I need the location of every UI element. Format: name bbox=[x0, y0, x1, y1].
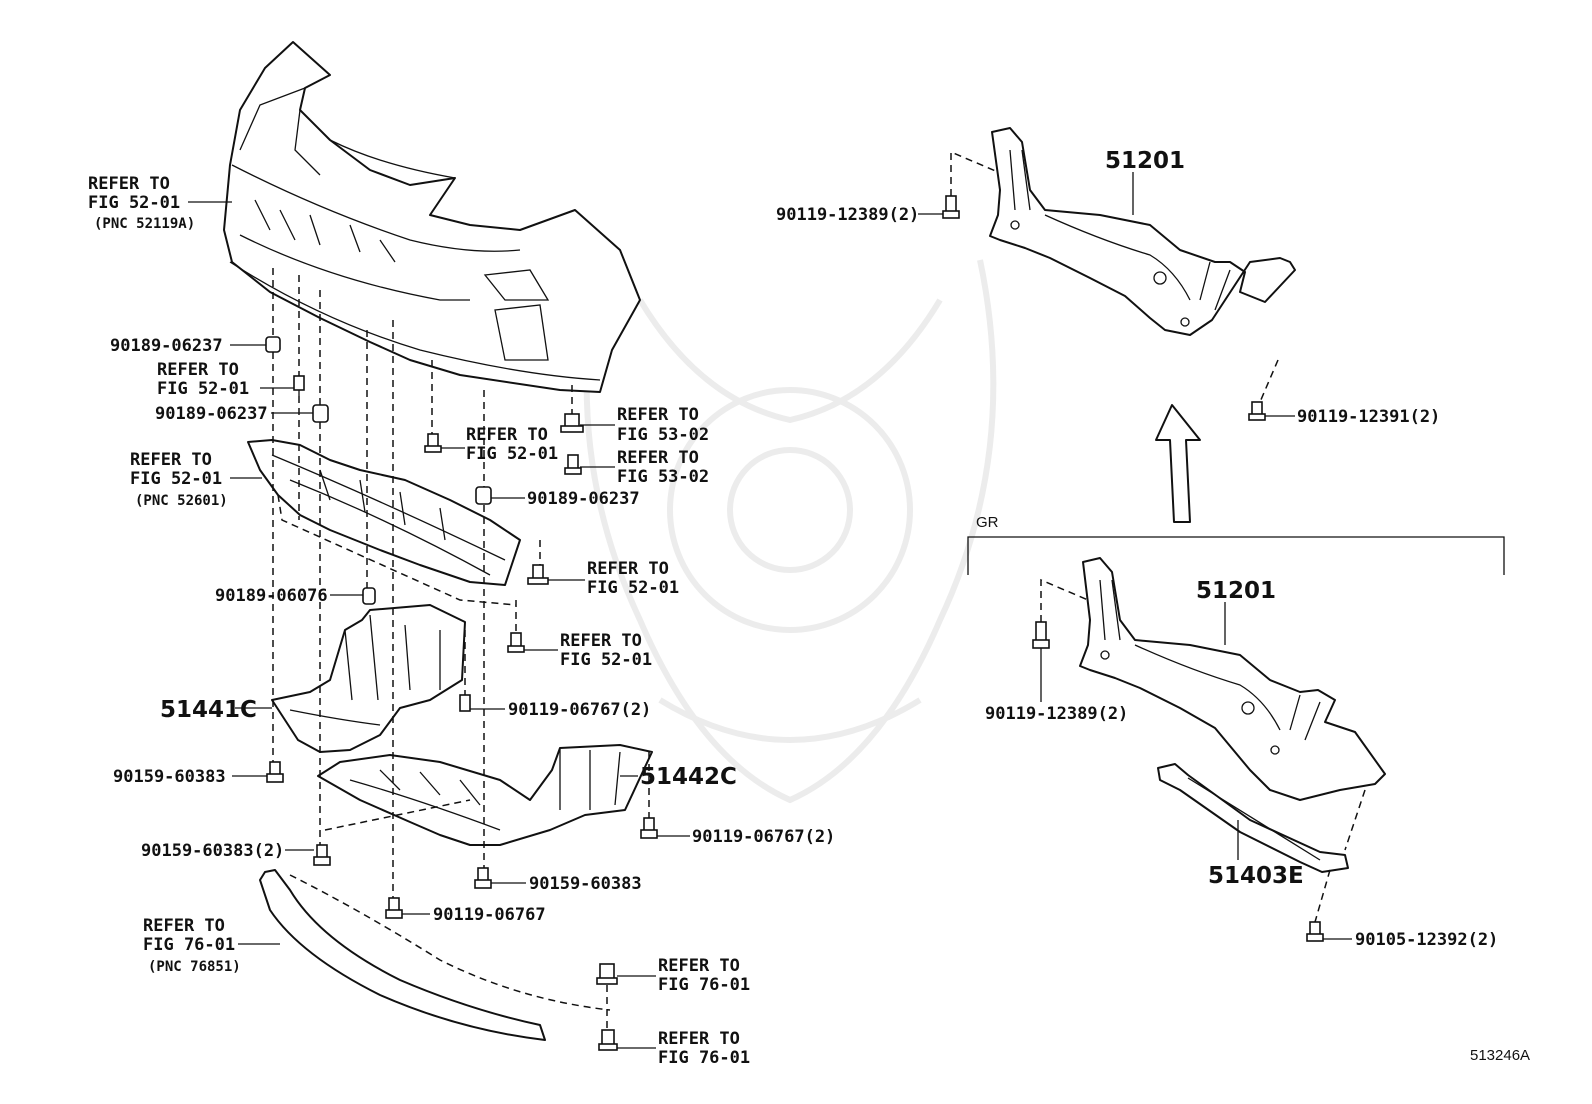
label-90189-06237-c: 90189-06237 bbox=[527, 489, 640, 509]
label-refer-76-01-spoiler-l1: REFER TO bbox=[143, 916, 225, 936]
label-refer-53-02-a-l1: REFER TO bbox=[617, 405, 699, 425]
label-refer-52-01-b-l2: FIG 52-01 bbox=[157, 379, 249, 399]
bumper-reinforcement bbox=[247, 439, 521, 586]
label-refer-76-01-spoiler-l2: FIG 76-01 bbox=[143, 935, 235, 955]
bolt-90159-60383-a bbox=[266, 761, 284, 783]
bolt-refer-52-01-c bbox=[424, 433, 442, 453]
clip-90189-06076 bbox=[362, 587, 376, 605]
label-refer-52-01-d-l2: FIG 52-01 bbox=[587, 578, 679, 598]
label-90119-12389-2-top: 90119-12389(2) bbox=[776, 205, 919, 225]
clip-refer-76-01-a bbox=[596, 963, 618, 985]
clip-refer-76-01-b bbox=[598, 1029, 618, 1051]
labels: REFER TO FIG 52-01 (PNC 52119A) 90189-06… bbox=[88, 148, 1530, 1068]
front-spoiler bbox=[259, 869, 611, 1041]
up-arrow bbox=[1155, 404, 1201, 523]
label-refer-76-01-a-l2: FIG 76-01 bbox=[658, 975, 750, 995]
label-refer-52-01-reinf-l2: FIG 52-01 bbox=[130, 469, 222, 489]
bolt-refer-52-01-b bbox=[293, 375, 305, 396]
label-90189-06076: 90189-06076 bbox=[215, 586, 328, 606]
label-51403e: 51403E bbox=[1208, 863, 1304, 889]
brace-51403e bbox=[1157, 763, 1349, 873]
label-90159-60383-a: 90159-60383 bbox=[113, 767, 226, 787]
label-refer-52-01-c-l1: REFER TO bbox=[466, 425, 548, 445]
label-refer-52-01-c-l2: FIG 52-01 bbox=[466, 444, 558, 464]
label-refer-52-01-bumper-l3: (PNC 52119A) bbox=[94, 216, 195, 232]
watermark-emblem bbox=[583, 259, 997, 804]
clip-90189-06237-c bbox=[475, 486, 492, 505]
suspension-crossmember-51201-top bbox=[989, 127, 1296, 336]
bolt-90159-60383-2 bbox=[313, 844, 331, 866]
label-90105-12392-2: 90105-12392(2) bbox=[1355, 930, 1498, 950]
label-51441c: 51441C bbox=[160, 697, 257, 723]
label-90159-60383-b: 90159-60383 bbox=[529, 874, 642, 894]
bolt-90119-12389-2-top bbox=[942, 195, 960, 219]
label-refer-52-01-e-l2: FIG 52-01 bbox=[560, 650, 652, 670]
front-bumper-cover bbox=[223, 41, 641, 393]
label-refer-76-01-b-l2: FIG 76-01 bbox=[658, 1048, 750, 1068]
label-90159-60383-2: 90159-60383(2) bbox=[141, 841, 284, 861]
label-refer-53-02-b-l1: REFER TO bbox=[617, 448, 699, 468]
label-refer-52-01-d-l1: REFER TO bbox=[587, 559, 669, 579]
label-refer-52-01-bumper-l2: FIG 52-01 bbox=[88, 193, 180, 213]
bolt-refer-53-02-b bbox=[564, 454, 582, 475]
label-51201-gr: 51201 bbox=[1196, 578, 1276, 604]
label-refer-52-01-e-l1: REFER TO bbox=[560, 631, 642, 651]
gr-bracket bbox=[967, 536, 1505, 575]
suspension-crossmember-51201-gr bbox=[1079, 557, 1386, 801]
bolt-90119-06767-2-b bbox=[640, 817, 658, 839]
clip-90189-06237-b bbox=[312, 404, 329, 423]
label-refer-53-02-b-l2: FIG 53-02 bbox=[617, 467, 709, 487]
bolt-refer-52-01-d bbox=[527, 564, 549, 585]
bolt-90119-06767 bbox=[385, 897, 403, 919]
label-refer-53-02-a-l2: FIG 53-02 bbox=[617, 425, 709, 445]
leader-lines bbox=[188, 172, 1352, 1049]
top-crossmember-fasteners bbox=[942, 150, 1279, 421]
fasteners-left bbox=[265, 336, 658, 1051]
label-51442c: 51442C bbox=[640, 764, 737, 790]
engine-under-cover-51441c bbox=[271, 604, 466, 753]
nut-refer-53-02-a bbox=[560, 413, 584, 433]
label-90189-06237-a: 90189-06237 bbox=[110, 336, 223, 356]
bolt-90105-12392-2 bbox=[1306, 921, 1324, 942]
gr-crossmember-fasteners bbox=[1032, 578, 1366, 942]
label-90119-06767: 90119-06767 bbox=[433, 905, 546, 925]
assembly-lines-left bbox=[272, 268, 650, 1030]
label-refer-76-01-spoiler-l3: (PNC 76851) bbox=[148, 959, 241, 975]
label-refer-52-01-reinf-l3: (PNC 52601) bbox=[135, 493, 228, 509]
label-90189-06237-b: 90189-06237 bbox=[155, 404, 268, 424]
label-refer-76-01-b-l1: REFER TO bbox=[658, 1029, 740, 1049]
label-51201-top: 51201 bbox=[1105, 148, 1185, 174]
diagram-reference-id: 513246A bbox=[1470, 1047, 1530, 1064]
clip-90189-06237-a bbox=[265, 336, 281, 353]
label-refer-52-01-b-l1: REFER TO bbox=[157, 360, 239, 380]
engine-under-cover-51442c bbox=[317, 744, 653, 846]
bolt-refer-52-01-e bbox=[507, 632, 525, 653]
bolt-90119-12389-2-gr bbox=[1032, 621, 1050, 649]
bolt-90119-12391-2 bbox=[1248, 401, 1266, 421]
label-90119-12389-2-gr: 90119-12389(2) bbox=[985, 704, 1128, 724]
label-refer-52-01-bumper-l1: REFER TO bbox=[88, 174, 170, 194]
label-90119-06767-2-a: 90119-06767(2) bbox=[508, 700, 651, 720]
bolt-90119-06767-2-a bbox=[459, 694, 471, 712]
label-90119-12391-2: 90119-12391(2) bbox=[1297, 407, 1440, 427]
bolt-90159-60383-b bbox=[474, 867, 492, 889]
label-90119-06767-2-b: 90119-06767(2) bbox=[692, 827, 835, 847]
label-refer-76-01-a-l1: REFER TO bbox=[658, 956, 740, 976]
label-gr: GR bbox=[976, 514, 999, 531]
label-refer-52-01-reinf-l1: REFER TO bbox=[130, 450, 212, 470]
